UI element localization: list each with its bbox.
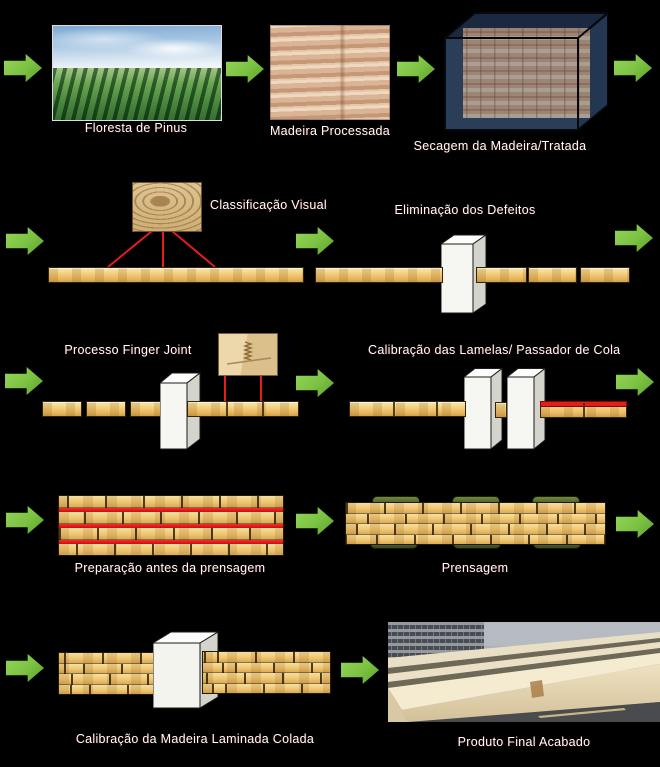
processed-lumber-photo [270, 25, 390, 120]
plank [48, 267, 304, 283]
lamella-layer [59, 528, 283, 540]
flow-arrow-icon [397, 55, 435, 83]
lamella-layer [59, 512, 283, 524]
step-label-floresta: Floresta de Pinus [84, 121, 188, 135]
lamella-layer [203, 652, 330, 663]
flow-arrow-icon [4, 54, 42, 82]
lamella-layer [203, 673, 330, 684]
drying-chamber-cube [443, 11, 608, 133]
lamella-layer [346, 503, 605, 514]
tree-rows [53, 68, 221, 120]
step-label-produto-final: Produto Final Acabado [457, 735, 591, 749]
flow-arrow-icon [5, 367, 43, 395]
plank [315, 267, 443, 283]
flow-arrow-icon [614, 54, 652, 82]
lamella-layer [346, 534, 605, 544]
flow-arrow-icon [296, 507, 334, 535]
lamella-layer [59, 653, 154, 664]
step-label-preparacao: Preparação antes da prensagem [74, 561, 266, 575]
wood-knot-inspection-image [132, 182, 202, 232]
glulam-beam [58, 652, 155, 695]
finger-joint-seam [226, 402, 228, 416]
lamella-layer [59, 496, 283, 508]
defect-cutting-machine [441, 234, 487, 314]
finger-joint-closeup-image [218, 333, 278, 376]
plank-segment [580, 267, 630, 283]
finger-joint-seam [262, 402, 264, 416]
jointed-plank [349, 401, 466, 417]
plank-segment [86, 401, 126, 417]
lamella-layer [59, 684, 154, 694]
lamella-layer [203, 683, 330, 693]
lamella-layer [203, 662, 330, 673]
lamella-layer [346, 513, 605, 524]
flow-arrow-icon [6, 227, 44, 255]
pointer-line [224, 374, 226, 403]
plank-segment [42, 401, 82, 417]
pine-forest-photo [52, 25, 222, 121]
flow-arrow-icon [6, 654, 44, 682]
lamella-layer [346, 524, 605, 535]
glue-line [59, 540, 283, 544]
finger-joint-zigzag [226, 341, 272, 365]
plank-segment [495, 402, 507, 418]
lamella-layer [59, 663, 154, 674]
step-label-prensagem: Prensagem [441, 561, 509, 575]
finger-joint-seam [393, 402, 395, 416]
glue-line [59, 508, 283, 512]
flow-arrow-icon [616, 368, 654, 396]
lamella-stack-with-glue [58, 495, 284, 556]
flow-arrow-icon [616, 510, 654, 538]
finished-product-photo [388, 622, 660, 722]
lumber-inside-chamber [463, 28, 590, 118]
flow-arrow-icon [615, 224, 653, 252]
plank-segment [528, 267, 577, 283]
flow-arrow-icon [341, 656, 379, 684]
step-label-classificacao: Classificação Visual [210, 198, 327, 212]
pressed-beam [345, 502, 606, 545]
lamella-layer [59, 544, 283, 555]
glulam-beam [202, 651, 331, 694]
step-label-calibracao-lamelas: Calibração das Lamelas/ Passador de Cola [368, 343, 621, 357]
glued-plank [540, 401, 627, 418]
flow-arrow-icon [296, 369, 334, 397]
flow-arrow-icon [226, 55, 264, 83]
glue-spreader-machine [507, 368, 546, 450]
step-label-madeira: Madeira Processada [269, 124, 391, 138]
inspection-laser-lines [107, 230, 216, 268]
lamella-layer [59, 674, 154, 685]
finger-joint-seam [583, 403, 585, 417]
glue-line [59, 524, 283, 528]
pointer-line [260, 374, 262, 403]
plank-segment [476, 267, 527, 283]
finger-joint-seam [436, 402, 438, 416]
flow-arrow-icon [296, 227, 334, 255]
step-label-calibracao-mlc: Calibração da Madeira Laminada Colada [75, 732, 315, 746]
step-label-secagem: Secagem da Madeira/Tratada [413, 139, 587, 153]
step-label-finger-joint: Processo Finger Joint [64, 343, 192, 357]
flow-arrow-icon [6, 506, 44, 534]
step-label-eliminacao: Eliminação dos Defeitos [394, 203, 536, 217]
jointed-plank [187, 401, 299, 417]
plank-segment [130, 401, 163, 417]
